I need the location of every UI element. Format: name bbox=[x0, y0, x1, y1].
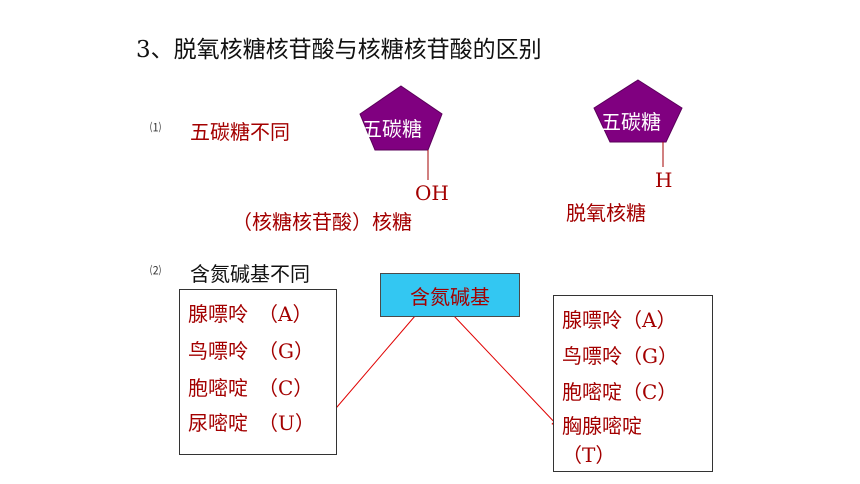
section1-number: ⑴ bbox=[150, 121, 161, 134]
ribose-pentagon bbox=[359, 85, 443, 151]
arrow-to-right-list bbox=[453, 315, 559, 427]
list-item: 胞嘧啶（C） bbox=[562, 380, 678, 404]
ribose-group-label: OH bbox=[415, 181, 449, 205]
section2-number: ⑵ bbox=[150, 264, 161, 277]
dna-bases-box: 腺嘌呤（A） 鸟嘌呤（G） 胞嘧啶（C） 胸腺嘧啶 （T） bbox=[553, 295, 713, 472]
rna-bases-box: 腺嘌呤 （A） 鸟嘌呤 （G） 胞嘧啶 （C） 尿嘧啶 （U） bbox=[179, 289, 337, 455]
page-title: 3、脱氧核糖核苷酸与核糖核苷酸的区别 bbox=[136, 37, 542, 63]
list-item: 尿嘧啶 （U） bbox=[188, 411, 315, 435]
deoxyribose-group-label: H bbox=[655, 168, 673, 192]
list-item: 胞嘧啶 （C） bbox=[188, 376, 314, 400]
list-item: 鸟嘌呤（G） bbox=[562, 344, 678, 368]
list-item: （T） bbox=[562, 443, 616, 467]
list-item: 鸟嘌呤 （G） bbox=[188, 339, 314, 363]
ribose-caption: （核糖核苷酸）核糖 bbox=[232, 210, 412, 234]
deoxyribose-pentagon-label: 五碳糖 bbox=[601, 110, 661, 134]
list-item: 胸腺嘧啶 bbox=[562, 414, 642, 438]
list-item: 腺嘌呤 （A） bbox=[188, 302, 313, 326]
deoxyribose-caption: 脱氧核糖 bbox=[566, 201, 646, 225]
deoxyribose-pentagon bbox=[593, 79, 683, 143]
nitrogenous-base-box: 含氮碱基 bbox=[380, 273, 520, 317]
ribose-pentagon-label: 五碳糖 bbox=[362, 117, 422, 141]
section1-heading: 五碳糖不同 bbox=[190, 120, 290, 144]
section2-heading: 含氮碱基不同 bbox=[190, 262, 310, 286]
arrow-to-left-list bbox=[324, 315, 416, 422]
list-item: 腺嘌呤（A） bbox=[562, 308, 677, 332]
nitrogenous-base-label: 含氮碱基 bbox=[410, 284, 490, 309]
